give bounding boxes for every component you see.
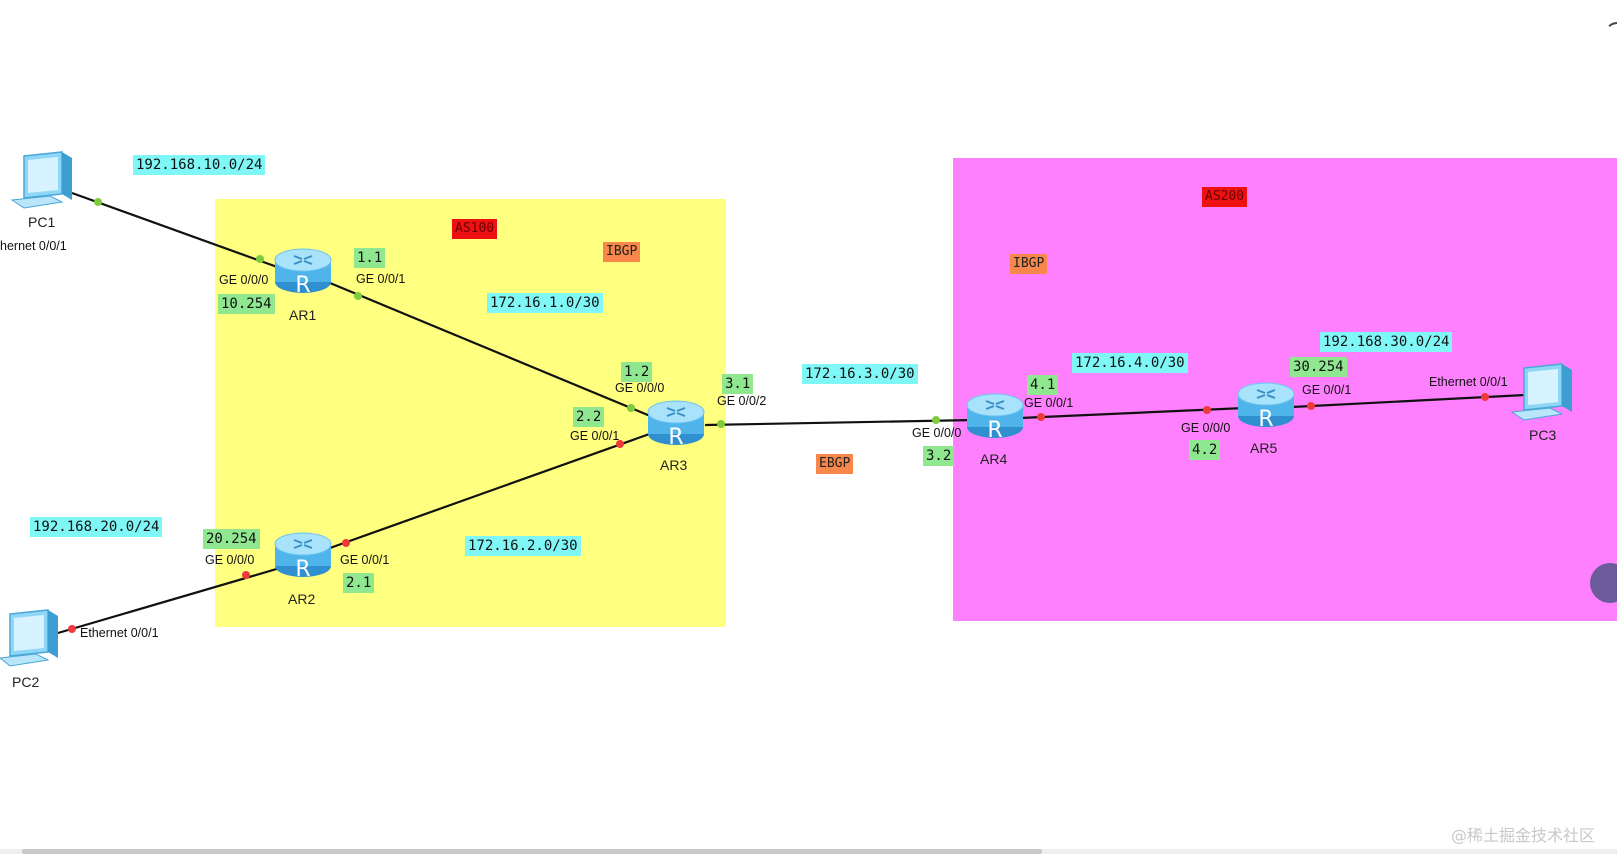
as100-label: AS100 [452,219,498,239]
port-dot-ar3-g2 [717,420,725,428]
port-label-ar3-g2: GE 0/0/2 [717,394,767,408]
port-dot-ar4-g1 [1037,413,1045,421]
device-label-pc3: PC3 [1529,427,1557,443]
port-dot-ar3-g1 [616,440,624,448]
port-label-ar3-g1: GE 0/0/1 [570,429,620,443]
port-dot-ar2-g1 [342,539,350,547]
device-label-ar3: AR3 [660,457,688,473]
link-ar2-ar3 [329,430,656,550]
network-label-pc3-lan: 192.168.30.0/24 [1320,332,1453,352]
watermark-text: @稀土掘金技术社区 [1450,826,1595,845]
network-label-ar1-ar3: 172.16.1.0/30 [487,293,603,313]
ip-label-ar1-g0: 10.254 [218,294,275,314]
port-label-pc3-eth: Ethernet 0/0/1 [1429,375,1508,389]
router-icon: R [274,248,332,296]
port-label-ar4-g0: GE 0/0/0 [912,426,962,440]
network-label-ar3-ar4: 172.16.3.0/30 [802,364,918,384]
pc-pc3[interactable] [1510,362,1576,424]
port-label-ar2-g0: GE 0/0/0 [205,553,255,567]
port-label-pc1-eth: hernet 0/0/1 [0,239,67,253]
ip-label-ar2-g0: 20.254 [203,529,260,549]
port-label-ar1-g1: GE 0/0/1 [356,272,406,286]
router-ar2[interactable]: R [272,528,334,580]
svg-text:R: R [668,425,683,448]
port-label-ar5-g1: GE 0/0/1 [1302,383,1352,397]
pc-icon [10,151,72,209]
router-icon: R [1237,382,1295,430]
port-dot-pc2 [68,625,76,633]
as200-label: AS200 [1202,187,1248,207]
port-label-pc2-eth: Ethernet 0/0/1 [80,626,159,640]
ip-label-ar3-g0: 1.2 [621,362,653,382]
port-label-ar3-g0: GE 0/0/0 [615,381,665,395]
port-dot-ar2-g0 [242,571,250,579]
router-icon: R [966,393,1024,441]
ebgp-label: EBGP [816,454,854,474]
device-label-ar5: AR5 [1250,440,1278,456]
network-label-ar2-ar3: 172.16.2.0/30 [465,536,581,556]
device-label-ar2: AR2 [288,591,316,607]
router-ar3[interactable]: R [645,396,707,448]
port-dot-ar5-g0 [1203,406,1211,414]
router-ar5[interactable]: R [1235,378,1297,430]
router-ar4[interactable]: R [964,389,1026,441]
link-ar3-ar4 [704,418,976,427]
svg-text:R: R [1258,407,1273,430]
svg-text:R: R [295,273,310,296]
ip-label-ar5-g1: 30.254 [1290,357,1347,377]
pc-icon [1510,363,1572,421]
pc-pc1[interactable] [10,150,76,212]
port-label-ar4-g1: GE 0/0/1 [1024,396,1074,410]
ip-label-ar1-g1: 1.1 [354,248,386,268]
link-pc2-ar2 [57,566,281,635]
pc-icon [0,609,58,667]
router-ar1[interactable]: R [272,244,334,296]
ip-label-ar4-g1: 4.1 [1027,375,1059,395]
network-label-pc1-lan: 192.168.10.0/24 [133,155,266,175]
port-dot-pc1 [94,198,102,206]
device-label-pc1: PC1 [28,214,56,230]
ip-label-ar4-g0: 3.2 [923,446,955,466]
device-label-ar4: AR4 [980,451,1008,467]
ip-label-ar3-g2: 3.1 [722,374,754,394]
port-label-ar2-g1: GE 0/0/1 [340,553,390,567]
port-dot-ar1-g1 [354,292,362,300]
horizontal-scrollbar-thumb[interactable] [22,849,1042,854]
pc-pc2[interactable] [0,608,62,670]
link-pc1-ar1 [71,191,281,270]
ibgp-label-as100: IBGP [603,242,641,262]
network-label-ar4-ar5: 172.16.4.0/30 [1072,353,1188,373]
ibgp-label-as200: IBGP [1010,254,1048,274]
ip-label-ar3-g1: 2.2 [573,407,605,427]
partial-circle-icon [1605,22,1617,46]
device-label-pc2: PC2 [12,674,40,690]
svg-text:R: R [987,418,1002,441]
port-dot-pc3 [1481,393,1489,401]
port-label-ar1-g0: GE 0/0/0 [219,273,269,287]
port-dot-ar4-g0 [932,416,940,424]
port-label-ar5-g0: GE 0/0/0 [1181,421,1231,435]
device-label-ar1: AR1 [289,307,317,323]
ip-label-ar5-g0: 4.2 [1189,440,1221,460]
port-dot-ar5-g1 [1307,402,1315,410]
ip-label-ar2-g1: 2.1 [343,573,375,593]
svg-text:R: R [295,557,310,580]
link-ar1-ar3 [329,281,656,420]
router-icon: R [647,400,705,448]
network-label-pc2-lan: 192.168.20.0/24 [30,517,163,537]
floating-action-ball[interactable] [1590,563,1617,603]
router-icon: R [274,532,332,580]
port-dot-ar3-g0 [627,404,635,412]
port-dot-ar1-g0 [256,255,264,263]
